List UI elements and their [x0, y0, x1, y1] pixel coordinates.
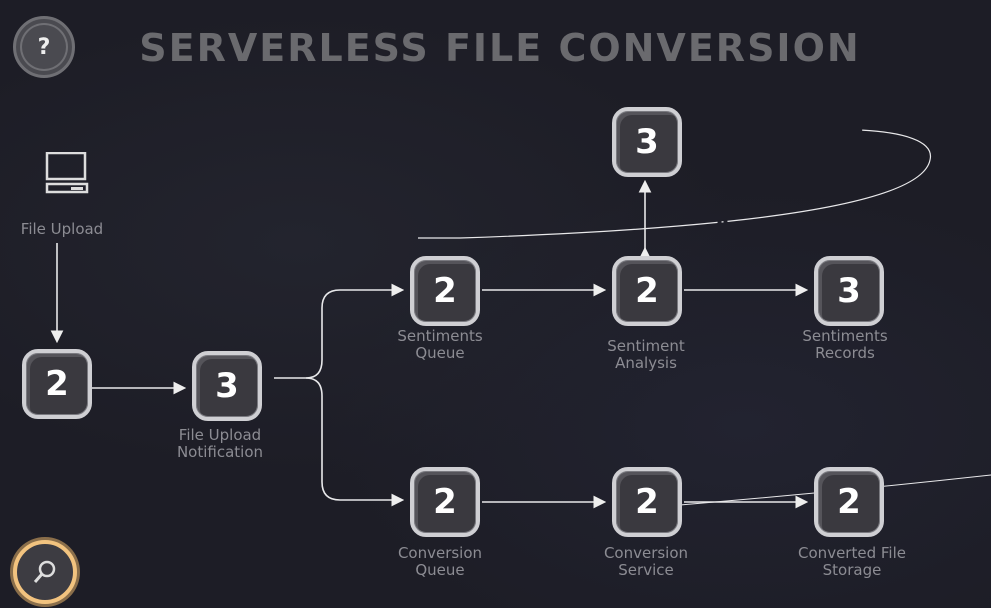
node-label: Sentiments Records	[802, 327, 888, 362]
search-button[interactable]	[13, 540, 77, 604]
arrow-n2-split	[274, 283, 405, 379]
node-label: File Upload Notification	[176, 426, 264, 461]
node-label: Sentiment Analysis	[607, 337, 685, 372]
help-button[interactable]: ?	[13, 16, 75, 78]
node-label: Conversion Queue	[397, 544, 483, 579]
node-sentiment-analysis[interactable]: 2	[612, 256, 682, 326]
node-upload-bucket[interactable]: 2	[22, 349, 92, 419]
node-label: Sentiments Queue	[397, 327, 483, 362]
node-label: Converted File Storage	[798, 544, 906, 579]
node-conversion-queue[interactable]: 2	[410, 467, 480, 537]
page-title: SERVERLESS FILE CONVERSION	[139, 26, 861, 70]
node-converted-file-storage[interactable]: 2	[814, 467, 884, 537]
node-sentiments-records[interactable]: 3	[814, 256, 884, 326]
node-label: Conversion Service	[603, 544, 689, 579]
magnifier-icon	[33, 560, 56, 583]
curve-top	[418, 129, 931, 239]
arrow-split-cq	[305, 377, 405, 507]
file-upload-label: File Upload	[20, 220, 104, 238]
node-file-upload-notification[interactable]: 3	[192, 351, 262, 421]
computer-icon	[45, 152, 89, 194]
node-sentiments-queue[interactable]: 2	[410, 256, 480, 326]
node-conversion-service[interactable]: 2	[612, 467, 682, 537]
node-top[interactable]: 3	[612, 107, 682, 177]
